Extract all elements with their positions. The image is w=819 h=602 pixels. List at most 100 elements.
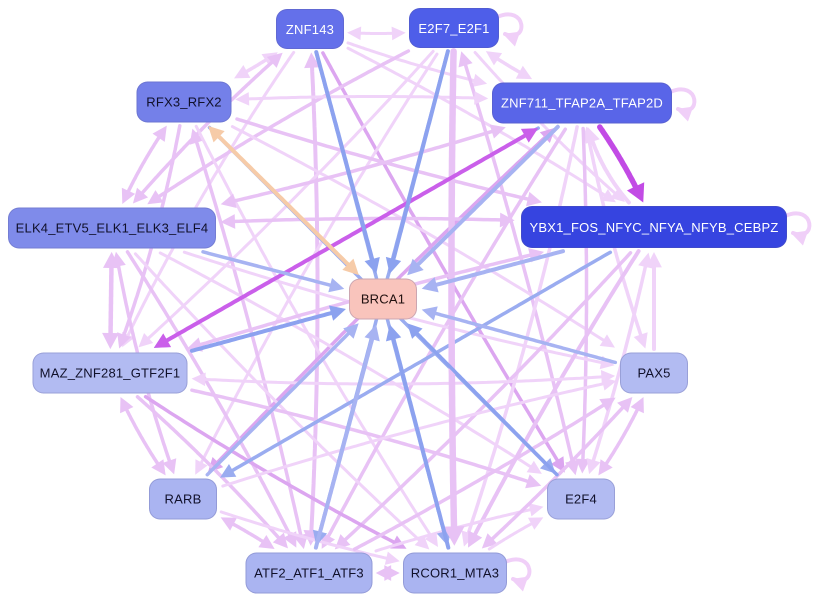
arrowhead <box>550 456 565 473</box>
edge-maz-atf2[interactable] <box>135 395 288 549</box>
edge-elk4-ybx1[interactable] <box>220 212 515 229</box>
edge-line <box>189 309 339 353</box>
edge-line <box>487 520 537 551</box>
edge-e2f7-brca1[interactable] <box>385 49 450 274</box>
node-ybx1[interactable]: YBX1_FOS_NFYC_NFYA_NFYB_CEBPZ <box>521 206 787 248</box>
edge-rfx3-pax5[interactable] <box>230 125 615 348</box>
node-rarb[interactable]: RARB <box>149 478 217 520</box>
arrowhead <box>407 258 424 276</box>
arrowhead <box>384 551 400 565</box>
self-loop-ybx1[interactable] <box>783 211 812 246</box>
edge-rcor1-brca1[interactable] <box>385 324 451 550</box>
edge-znf143-brca1[interactable] <box>314 50 380 274</box>
edge-line <box>228 520 268 546</box>
edge-znf143-e2f7[interactable] <box>347 26 406 41</box>
edge-e2f4-pax5[interactable] <box>598 396 644 476</box>
edge-znf711-e2f4[interactable] <box>575 126 591 474</box>
edge-ybx1-znf711[interactable] <box>584 126 631 205</box>
node-label: ATF2_ATF1_ATF3 <box>254 565 364 581</box>
edge-rarb-atf2[interactable] <box>220 517 275 550</box>
edge-rarb-rcor1[interactable] <box>219 510 400 565</box>
edge-line <box>390 49 450 267</box>
edge-atf2-pax5[interactable] <box>352 397 616 551</box>
edge-line <box>340 251 633 545</box>
edge-e2f7-znf711[interactable] <box>485 51 533 80</box>
arrowhead <box>364 257 380 274</box>
edge-e2f7-ybx1[interactable] <box>473 51 625 202</box>
arrowhead <box>468 530 483 548</box>
edge-e2f4-brca1[interactable] <box>407 323 559 477</box>
arrowhead <box>121 187 136 205</box>
edge-elk4-rcor1[interactable] <box>133 252 430 550</box>
edge-maz-rcor1[interactable] <box>143 394 407 549</box>
node-label: ELK4_ETV5_ELK1_ELK3_ELF4 <box>15 220 209 236</box>
self-loop-rcor1[interactable] <box>503 557 532 592</box>
arrowhead <box>162 458 177 475</box>
edge-elk4-brca1[interactable] <box>201 250 345 293</box>
edge-elk4-e2f4[interactable] <box>158 251 542 474</box>
edge-rarb-brca1[interactable] <box>205 323 359 477</box>
edge-line <box>473 51 619 197</box>
edge-pax5-ybx1[interactable] <box>646 252 662 351</box>
edge-znf711-atf2[interactable] <box>321 127 568 549</box>
arrowhead <box>610 187 625 202</box>
edge-line <box>205 328 354 477</box>
edge-maz-e2f4[interactable] <box>190 388 542 489</box>
edge-znf711-ybx1[interactable] <box>597 124 645 203</box>
edge-line <box>224 250 613 476</box>
arrowhead <box>234 65 251 79</box>
node-rfx3[interactable]: RFX3_RFX2 <box>136 81 232 123</box>
edge-znf711-brca1[interactable] <box>407 124 560 276</box>
self-loop-e2f7[interactable] <box>495 12 524 47</box>
edge-maz-brca1[interactable] <box>189 305 346 353</box>
arrowhead <box>526 460 542 474</box>
node-rcor1[interactable]: RCOR1_MTA3 <box>403 552 507 594</box>
edge-elk4-maz[interactable] <box>102 251 120 350</box>
arrowhead <box>791 230 809 246</box>
arrowhead <box>443 526 465 546</box>
edge-ybx1-rcor1[interactable] <box>468 249 641 548</box>
edge-atf2-brca1[interactable] <box>313 324 380 550</box>
edge-line <box>448 48 458 538</box>
node-elk4[interactable]: ELK4_ETV5_ELK1_ELK3_ELF4 <box>8 207 216 249</box>
edge-rfx3-elk4[interactable] <box>121 125 167 205</box>
node-label: E2F4 <box>565 491 597 507</box>
arrowhead <box>421 306 438 321</box>
arrowhead <box>117 332 131 349</box>
edge-ybx1-brca1[interactable] <box>421 249 565 293</box>
edge-rarb-pax5[interactable] <box>221 377 617 488</box>
edge-ybx1-rarb[interactable] <box>220 250 613 478</box>
node-e2f4[interactable]: E2F4 <box>547 478 615 520</box>
edge-znf143-elk4[interactable] <box>132 52 283 204</box>
edge-rfx3-znf711[interactable] <box>235 91 489 106</box>
node-maz[interactable]: MAZ_ZNF281_GTF2F1 <box>32 352 188 394</box>
edge-znf143-atf2[interactable] <box>303 52 320 546</box>
node-atf2[interactable]: ATF2_ATF1_ATF3 <box>245 552 373 594</box>
arrowhead <box>220 193 237 209</box>
edge-pax5-brca1[interactable] <box>421 306 618 365</box>
edge-e2f7-rcor1[interactable] <box>443 48 465 546</box>
edge-line <box>108 260 114 341</box>
arrowhead <box>424 531 439 547</box>
node-e2f7[interactable]: E2F7_E2F1 <box>409 8 499 48</box>
self-loop-znf711[interactable] <box>668 87 697 122</box>
edge-e2f7-maz[interactable] <box>138 49 435 348</box>
node-znf711[interactable]: ZNF711_TFAP2A_TFAP2D <box>492 82 672 124</box>
edge-maz-rarb[interactable] <box>120 396 166 476</box>
node-pax5[interactable]: PAX5 <box>620 352 688 394</box>
arrowhead <box>189 128 204 145</box>
arrowhead <box>191 372 206 387</box>
edge-line <box>580 126 589 467</box>
node-znf143[interactable]: ZNF143 <box>276 9 344 49</box>
edge-e2f7-elk4[interactable] <box>147 49 411 205</box>
arrowhead <box>258 534 275 550</box>
edge-znf143-e2f4[interactable] <box>321 51 565 473</box>
edge-rfx3-brca1[interactable] <box>208 125 359 276</box>
node-brca1[interactable]: BRCA1 <box>349 278 417 320</box>
arrowhead <box>626 182 645 203</box>
edge-line <box>429 249 565 289</box>
edge-maz-znf711[interactable] <box>153 128 539 348</box>
edge-rcor1-e2f4[interactable] <box>487 517 544 551</box>
edge-atf2-rcor1[interactable] <box>375 565 400 581</box>
